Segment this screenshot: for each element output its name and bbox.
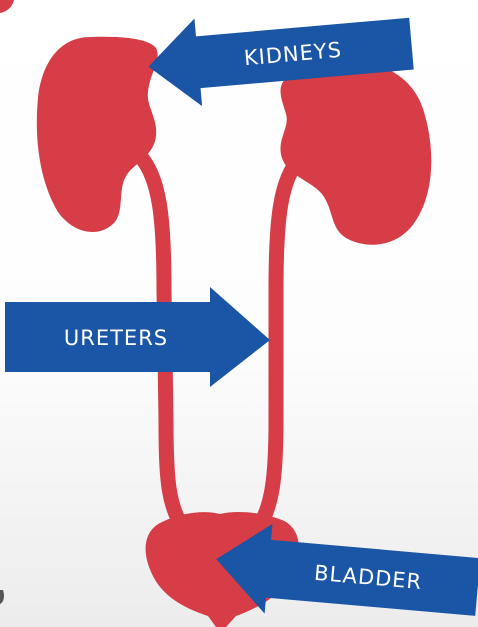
ureters-label: URETERS: [64, 326, 168, 350]
